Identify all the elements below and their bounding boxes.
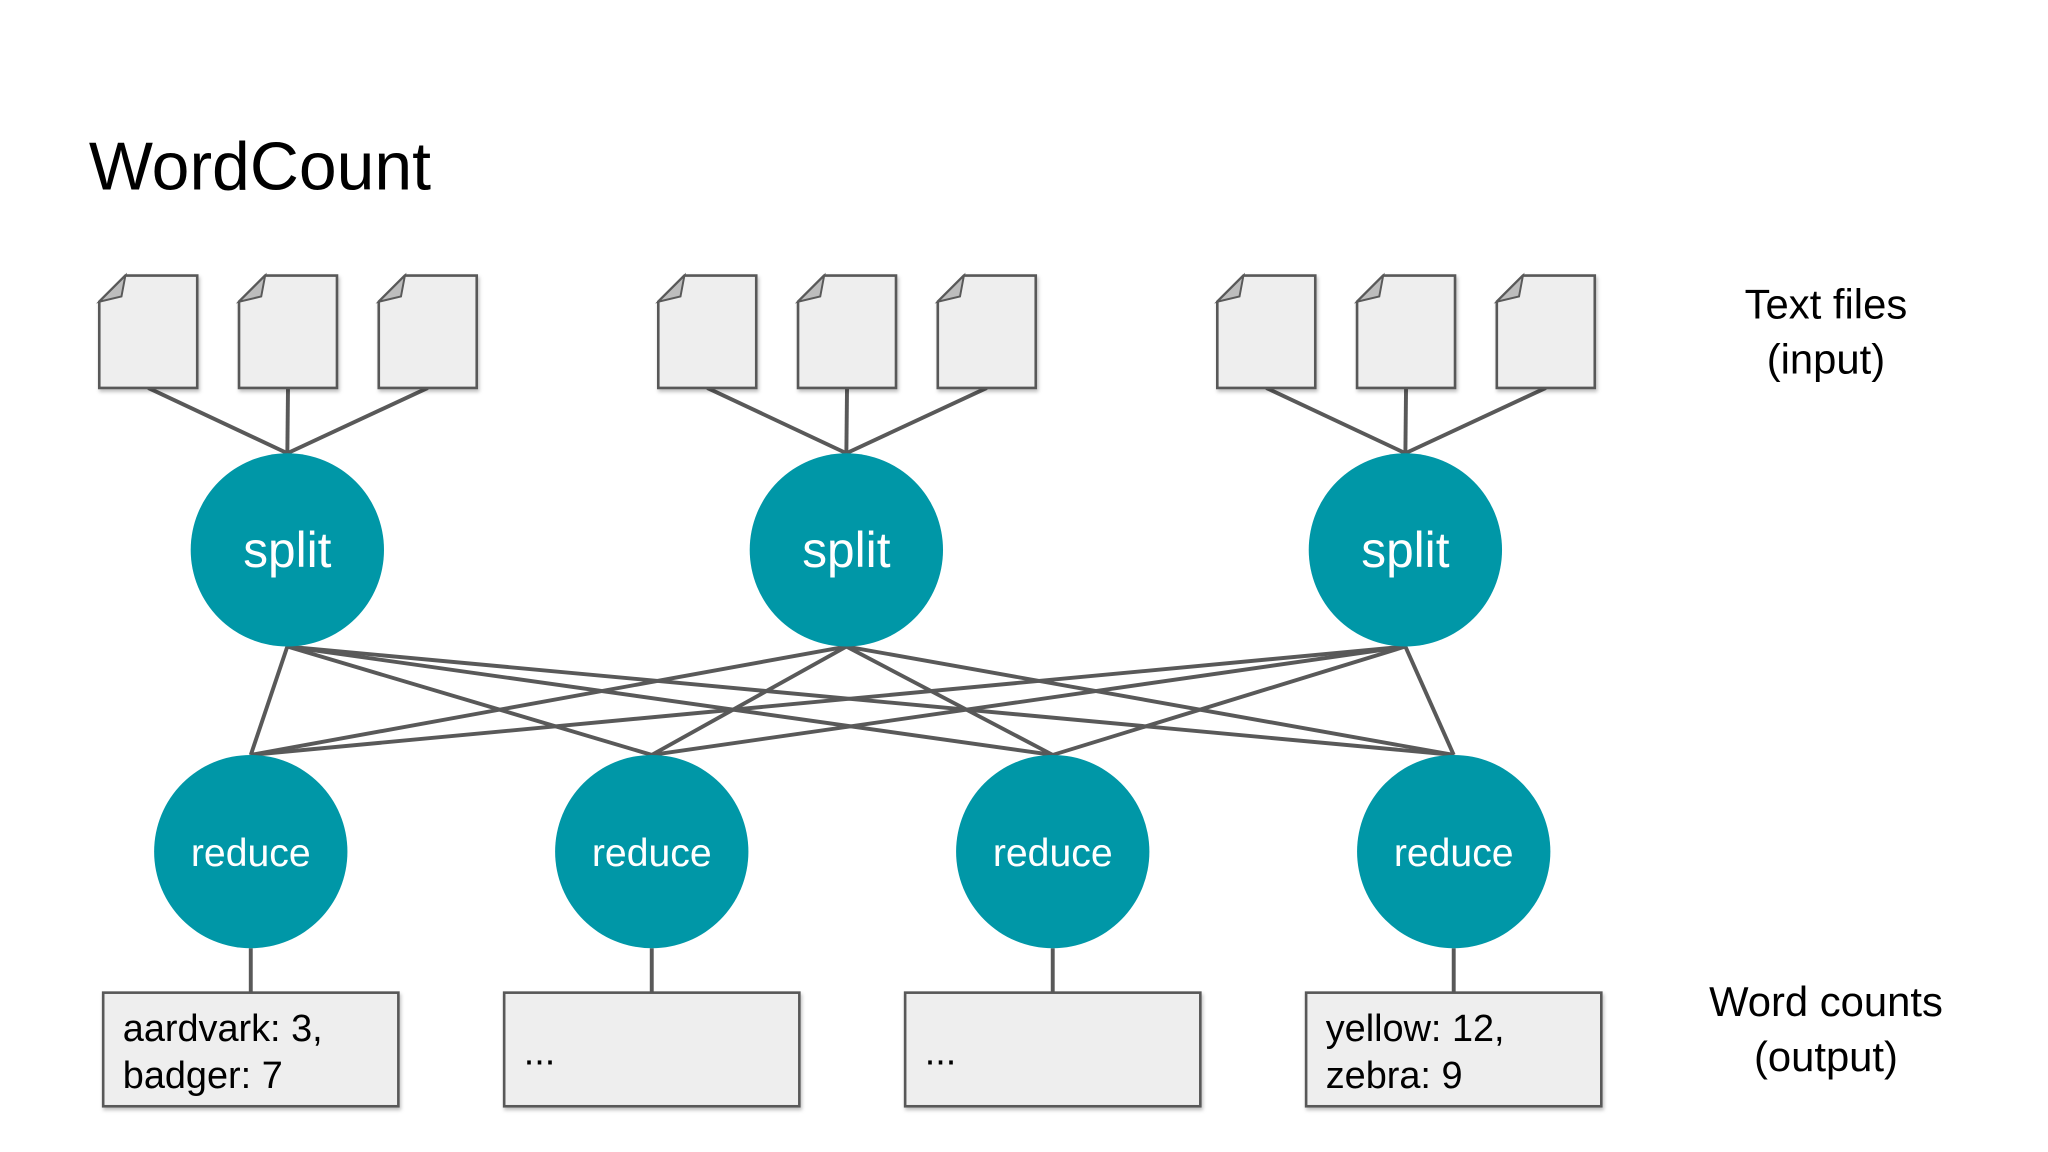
file-to-split-edge [845,386,988,456]
file-fold [794,272,826,304]
file-to-split-edge [844,387,849,454]
split-to-reduce-edge [846,644,1455,757]
reduce-node [154,754,348,949]
file-fold [235,272,267,304]
output-box [1304,991,1603,1108]
output-text: zebra: 9 [1326,1055,1463,1097]
split-label: split [243,522,331,578]
output-text: yellow: 12, [1326,1008,1505,1050]
file-fold [375,272,407,304]
split-to-reduce-edge [650,644,848,757]
split-label: split [1361,522,1449,578]
output-box [502,991,801,1108]
output-text: ... [524,1031,556,1073]
split-to-reduce-edge [1052,644,1406,757]
file-to-split-edge [1265,386,1407,455]
file-to-split-edge [706,386,848,455]
reduce-node [956,754,1150,949]
split-to-reduce-edge [845,644,1054,757]
reduce-label: reduce [191,832,311,875]
input-label-line2: (input) [1767,336,1885,383]
split-node [190,453,384,647]
output-text: aardvark: 3, [123,1008,323,1050]
output-label-line2: (output) [1754,1033,1898,1080]
split-to-reduce-edge [250,644,1406,757]
split-node [1308,453,1503,647]
output-text: ... [925,1031,957,1073]
output-box [903,991,1202,1108]
file-fold [934,272,966,304]
file-fold [655,272,686,304]
file-to-split-edge [1404,386,1547,456]
reduce-label: reduce [993,832,1113,875]
split-label: split [802,522,890,578]
file-fold [1214,272,1245,304]
output-label-line1: Word counts [1709,978,1943,1025]
reduce-label: reduce [1394,832,1514,875]
file-to-split-edge [147,386,289,455]
split-to-reduce-edge [250,644,847,757]
reduce-node [1357,754,1551,949]
file-to-split-edge [286,386,429,456]
split-to-reduce-edge [1403,645,1456,756]
file-fold [1493,272,1525,304]
file-fold [96,272,127,304]
output-box [101,991,400,1108]
split-to-reduce-edge [287,644,1054,757]
file-to-split-edge [1403,387,1408,454]
split-to-reduce-edge [287,644,1454,757]
output-text: badger: 7 [123,1055,283,1097]
file-fold [1353,272,1385,304]
split-node [749,453,944,647]
split-to-reduce-edge [248,645,290,756]
input-label-line1: Text files [1745,281,1908,328]
file-to-split-edge [285,387,290,454]
reduce-node [555,754,749,949]
split-to-reduce-edge [651,644,1406,757]
split-to-reduce-edge [286,644,653,757]
reduce-label: reduce [592,832,712,875]
page-title: WordCount [89,129,431,204]
